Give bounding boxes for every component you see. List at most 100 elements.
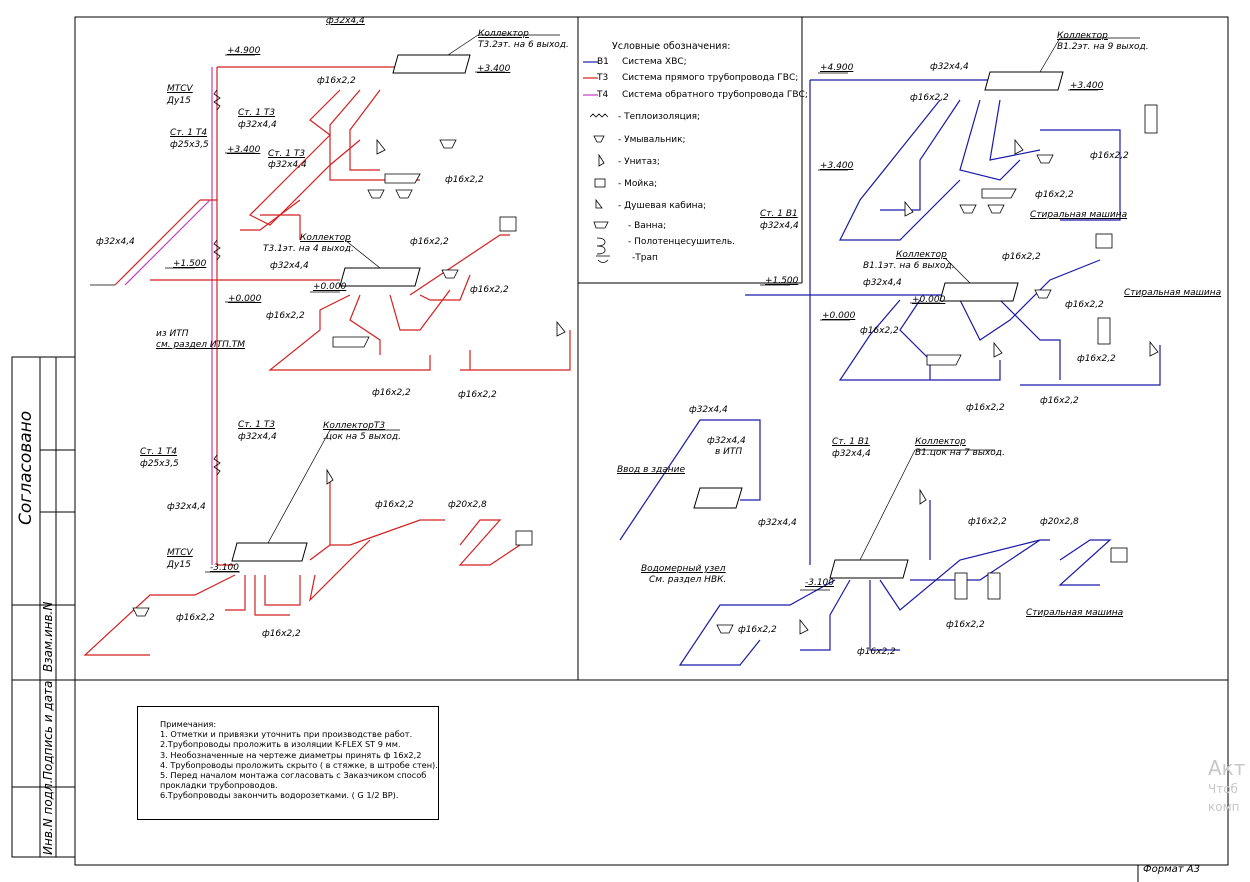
collector-boxes: [231, 54, 1064, 579]
return-from-itp: [124, 199, 211, 286]
pipe-label: ф16х2,2: [1035, 190, 1074, 200]
notes-title: Примечания:: [160, 719, 217, 729]
note-item: 3. Необозначенные на чертеже диаметры пр…: [160, 749, 422, 760]
note-item: 1. Отметки и привязки уточнить при произ…: [160, 729, 413, 740]
riser-size: ф32х4,4: [238, 120, 277, 130]
pipe-label: ф16х2,2: [966, 403, 1005, 413]
note-item: 5. Перед началом монтажа согласовать с З…: [160, 770, 427, 781]
riser-label: Ст. 1 Т4: [140, 447, 178, 457]
legend-code-t4: Т4: [597, 90, 609, 100]
collector-label: Коллектор: [1057, 31, 1108, 41]
washbasin-icon: [987, 204, 1005, 214]
pipe-label: ф32х4,4: [96, 237, 135, 247]
toilet-icon: [376, 138, 386, 155]
hot-water-scheme: [83, 66, 571, 656]
stamp-replace-inv: Взам.инв.N: [41, 601, 55, 672]
pipe-label: ф32х4,4: [930, 62, 969, 72]
toilet-icon: [326, 468, 334, 485]
legend-label-b1: Система ХВС;: [622, 57, 687, 67]
collector-b1-floor2: [984, 71, 1064, 91]
level-label: +3.400: [820, 161, 854, 171]
collector-sublabel: Т3.1эт. на 4 выход.: [263, 244, 354, 254]
washbasin-icon: [367, 189, 385, 199]
level-label: -3.100: [805, 578, 835, 588]
pipe-label: ф16х2,2: [372, 388, 411, 398]
pipe-label: ф16х2,2: [375, 500, 414, 510]
legend-shower: - Душевая кабина;: [618, 201, 707, 211]
riser-label: Ст. 1 В1: [832, 437, 870, 447]
valve-label: MTCV: [167, 548, 193, 558]
sheet-frame: [11, 16, 1229, 882]
level-label: +3.400: [1070, 81, 1104, 91]
washer-label: Стиральная машина: [1030, 210, 1128, 220]
pipe-label: ф16х2,2: [317, 76, 356, 86]
riser-label: Ст. 1 Т3: [238, 108, 276, 118]
toilet-icon: [993, 341, 1003, 358]
stamp-inv-orig: Инв.N подл.: [41, 779, 55, 855]
legend-label-t3: Система прямого трубопровода ГВС;: [622, 73, 799, 83]
itp-label: из ИТП: [156, 329, 189, 339]
note-item: 6.Трубопроводы закончить водорозетками. …: [160, 790, 399, 801]
collector-label: Коллектор: [896, 250, 947, 260]
note-item: прокладки трубопроводов.: [160, 780, 278, 791]
collector-t3-floor1: [339, 267, 421, 287]
pipe-label: ф32х4,4: [863, 278, 902, 288]
washing-machine-icon: [1144, 104, 1158, 134]
valve-size: Ду15: [167, 560, 191, 570]
washbasin-icon: [1036, 154, 1054, 164]
pipe-label: ф20х2,8: [448, 500, 487, 510]
activation-watermark: Акт Чтоб комп: [1208, 756, 1245, 816]
water-meter-unit: [693, 487, 743, 509]
itp-label: в ИТП: [715, 447, 743, 457]
sink-icon: [515, 530, 533, 546]
collector-label: Коллектор: [915, 437, 966, 447]
bathtub-icon: [332, 336, 370, 348]
toilet-icon: [799, 618, 809, 635]
collector-t3-basement: [231, 542, 308, 562]
pipe-label: ф20х2,8: [1040, 517, 1079, 527]
pipe-label: ф16х2,2: [968, 517, 1007, 527]
sheet-format: Формат А3: [1143, 864, 1200, 875]
washing-machine-icon: [954, 572, 968, 600]
bathtub-icon: [981, 188, 1017, 199]
collector-sublabel: Т3.2эт. на 6 выход.: [478, 40, 569, 50]
bathtub-icon: [926, 354, 962, 366]
toilet-icon: [904, 200, 914, 217]
entry-label: Ввод в здание: [617, 465, 686, 475]
legend-sink: - Мойка;: [618, 179, 658, 189]
level-label: -3.100: [210, 563, 240, 573]
collector-sublabel: .цок на 5 выход.: [323, 432, 401, 442]
legend-code-b1: В1: [597, 57, 609, 67]
riser-label: Ст. 1 Т4: [170, 128, 208, 138]
toilet-icon: [556, 320, 566, 337]
collector-b1-basement: [829, 559, 909, 579]
riser-size: ф32х4,4: [268, 160, 307, 170]
pipe-label: ф16х2,2: [1002, 252, 1041, 262]
bathtub-icon: [384, 173, 421, 184]
toilet-icon: [919, 488, 927, 505]
washing-machine-icon: [1097, 317, 1111, 345]
level-label: +1.500: [173, 259, 207, 269]
watermark-line: комп: [1208, 800, 1240, 814]
level-label: +3.400: [227, 145, 261, 155]
watermark-line: Акт: [1208, 756, 1246, 780]
stamp-agreed: Согласовано: [16, 410, 36, 525]
pipe-label: ф16х2,2: [1090, 151, 1129, 161]
legend-bathtub: - Ванна;: [628, 221, 667, 231]
pipe-label: ф16х2,2: [946, 620, 985, 630]
itp-ref: см. раздел ИТП.ТМ: [156, 340, 245, 350]
pipe-label: ф32х4,4: [707, 436, 746, 446]
riser-label: Ст. 1 Т3: [238, 420, 276, 430]
legend-code-t3: Т3: [597, 73, 609, 83]
pipe-label: ф16х2,2: [470, 285, 509, 295]
riser-label: Ст. 1 В1: [760, 209, 798, 219]
collector-label: Коллектор: [300, 233, 351, 243]
valve-size: Ду15: [167, 96, 191, 106]
insulation-marks: [213, 89, 221, 476]
level-label: +0.000: [313, 282, 347, 292]
pipe-label: ф16х2,2: [458, 390, 497, 400]
level-marks: [90, 54, 1098, 591]
sink-icon: [1095, 233, 1113, 249]
level-label: +3.400: [477, 64, 511, 74]
riser-label: Ст. 1 Т3: [268, 149, 306, 159]
